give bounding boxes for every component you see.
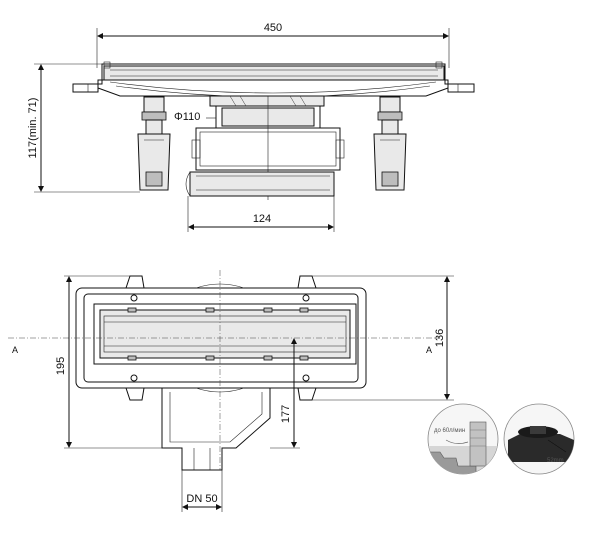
dim-diameter: Φ110 — [174, 111, 200, 123]
section-mark-left: A — [12, 345, 18, 355]
section-mark-right: A — [426, 345, 432, 355]
elevation-view: 450 — [27, 22, 475, 232]
dim-outlet-dn: DN 50 — [186, 493, 217, 505]
dim-inner-height: 136 — [434, 329, 446, 347]
screw-icon — [130, 294, 310, 382]
detail-inset-flow: до 60л/мин — [427, 403, 499, 475]
inset-left-label: до 60л/мин — [434, 428, 465, 434]
dim-outlet-width: 124 — [253, 213, 271, 225]
detail-inset-height: 52mm — [503, 403, 575, 475]
dim-outlet-depth: 177 — [280, 405, 292, 423]
dim-height: 117(min. 71) — [27, 98, 39, 159]
plan-view: A A DN 50 195 136 177 — [8, 270, 454, 512]
inset-right-label: 52mm — [547, 458, 564, 464]
dim-plan-height: 195 — [55, 357, 67, 375]
dim-top-width: 450 — [264, 22, 282, 34]
